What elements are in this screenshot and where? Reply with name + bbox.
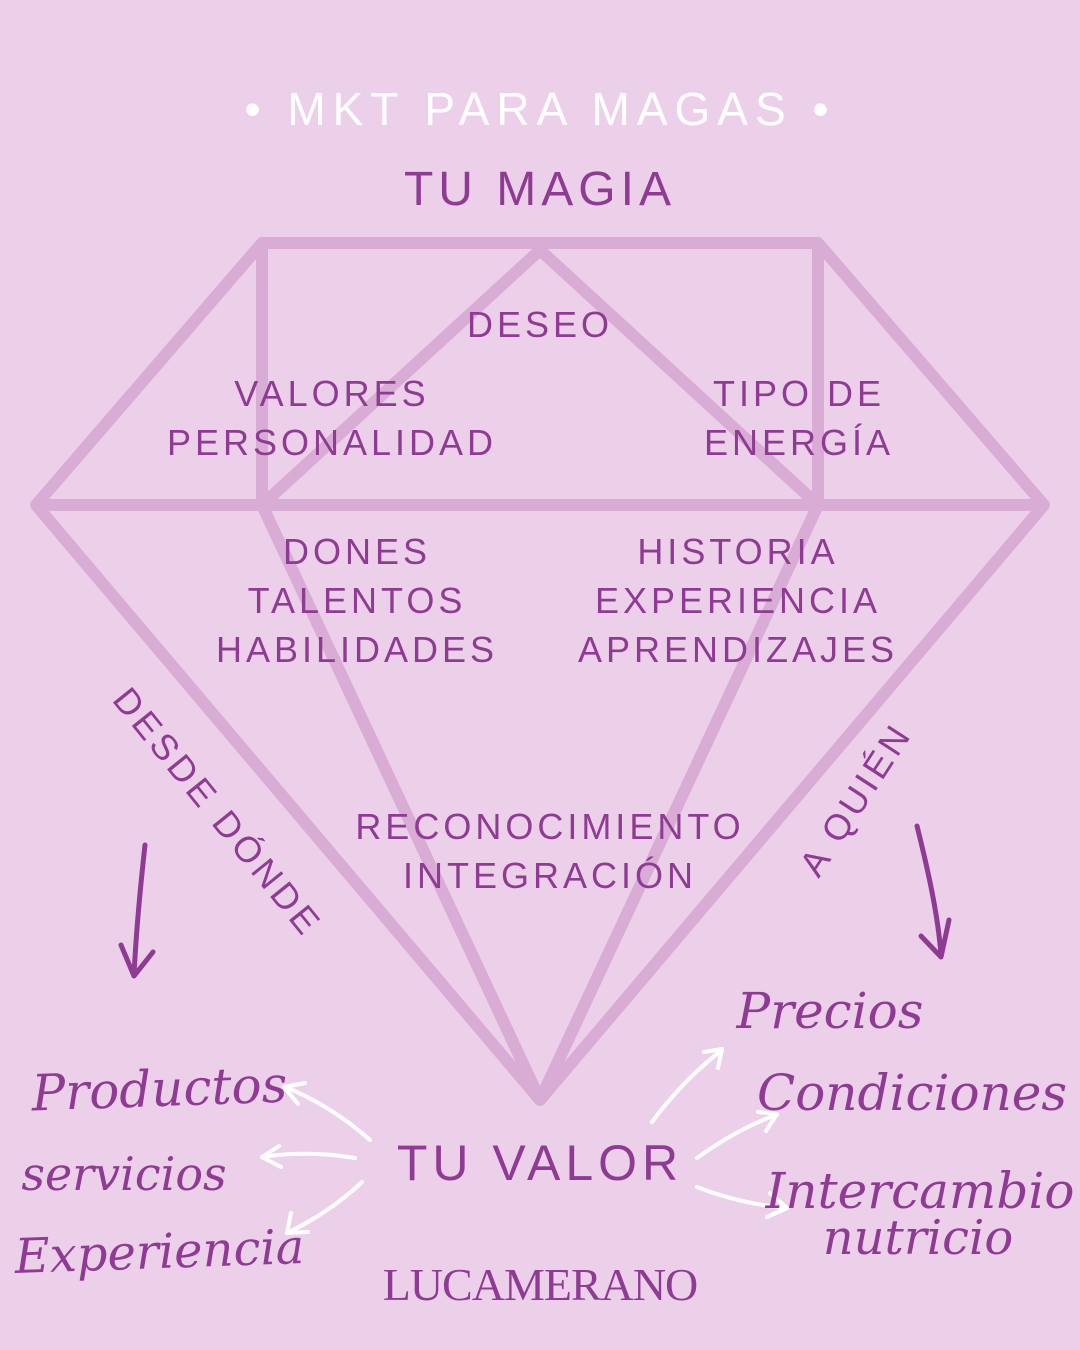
item-intercambio: Intercambio bbox=[765, 1162, 1075, 1220]
item-experiencia: Experiencia bbox=[13, 1219, 305, 1285]
label-deseo: DESEO bbox=[467, 304, 613, 345]
label-dones: DONES bbox=[283, 531, 431, 572]
item-precios: Precios bbox=[736, 982, 924, 1040]
label-habilidades: HABILIDADES bbox=[216, 629, 498, 670]
label-historia: HISTORIA bbox=[637, 531, 838, 572]
label-valores: VALORES bbox=[234, 373, 429, 414]
label-talentos: TALENTOS bbox=[248, 580, 467, 621]
item-nutricio: nutricio bbox=[823, 1210, 1014, 1266]
left-down-arrow-icon bbox=[118, 842, 156, 979]
label-reconocimiento: RECONOCIMIENTO bbox=[355, 806, 744, 847]
label-personalidad: PERSONALIDAD bbox=[167, 422, 497, 463]
label-a-quien: A QUIÉN bbox=[791, 715, 920, 883]
label-integracion: INTEGRACIÓN bbox=[403, 855, 697, 896]
arrow-to-experiencia-icon bbox=[285, 1180, 364, 1235]
right-down-arrow-icon bbox=[914, 823, 952, 960]
diamond-shape bbox=[30, 237, 1050, 1106]
label-tipo-de: TIPO DE bbox=[713, 373, 885, 414]
item-servicios: servicios bbox=[21, 1147, 226, 1201]
main-title: TU MAGIA bbox=[404, 163, 676, 216]
arrow-to-productos-icon bbox=[282, 1081, 372, 1142]
arrow-to-condiciones-icon bbox=[695, 1110, 779, 1160]
arrow-to-servicios-icon bbox=[260, 1144, 357, 1169]
brand-logo: LUCAMERANO bbox=[383, 1259, 698, 1310]
series-title: • MKT PARA MAGAS • bbox=[244, 83, 835, 135]
item-condiciones: Condiciones bbox=[757, 1064, 1067, 1122]
label-experiencia: EXPERIENCIA bbox=[595, 580, 881, 621]
label-aprendizajes: APRENDIZAJES bbox=[578, 629, 898, 670]
label-tu-valor: TU VALOR bbox=[397, 1135, 683, 1191]
item-productos: Productos bbox=[30, 1056, 289, 1123]
arrow-to-intercambio-icon bbox=[695, 1185, 789, 1219]
label-energia: ENERGÍA bbox=[704, 422, 894, 463]
arrow-to-precios-icon bbox=[650, 1047, 724, 1124]
